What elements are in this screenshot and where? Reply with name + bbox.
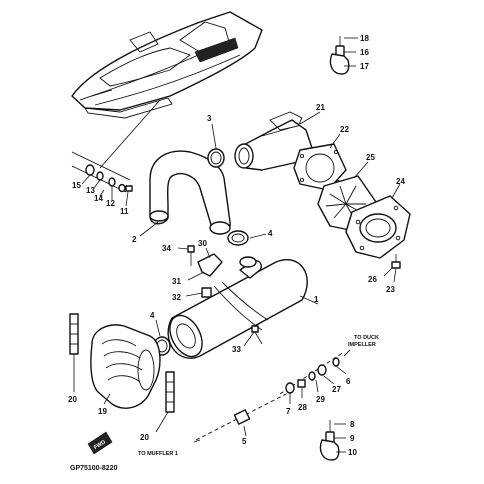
callout-24: 24: [396, 177, 405, 186]
forward-arrow-badge: FWD: [87, 431, 113, 455]
callout-18: 18: [360, 34, 369, 43]
rubber-boot-19: [90, 324, 161, 409]
callout-27: 27: [332, 385, 341, 394]
callout-9: 9: [350, 434, 355, 443]
hose-clamp-3: [207, 123, 225, 168]
fwd-label: FWD: [93, 439, 107, 451]
callout-11: 11: [120, 207, 129, 216]
callout-12: 12: [106, 199, 115, 208]
callout-17: 17: [360, 62, 369, 71]
callout-5: 5: [242, 437, 247, 446]
exhaust-housing-24: [345, 183, 411, 259]
callout-28: 28: [298, 403, 307, 412]
note-to-muffler: TO MUFFLER 1: [138, 451, 178, 457]
callout-4b: 4: [150, 311, 155, 320]
callout-20a: 20: [68, 395, 77, 404]
bolt-26: [383, 254, 401, 283]
pipe-bracket-bottom: [319, 420, 346, 461]
note-to-duck: TO DUCK: [354, 335, 379, 341]
fastener-set-left: [71, 151, 133, 207]
callout-1: 1: [314, 295, 319, 304]
callout-19: 19: [98, 407, 107, 416]
exhaust-pipe-2: [139, 150, 231, 237]
callout-31: 31: [172, 277, 181, 286]
drawing-code: GP75100-8220: [70, 465, 118, 472]
callout-3: 3: [207, 114, 212, 123]
callout-15: 15: [72, 181, 81, 190]
callout-32: 32: [172, 293, 181, 302]
callout-34: 34: [162, 244, 171, 253]
mounting-hardware: [177, 245, 223, 298]
callout-29: 29: [316, 395, 325, 404]
bolt-33: [243, 325, 263, 347]
watercraft-illustration: [71, 11, 263, 169]
callout-26: 26: [368, 275, 377, 284]
hose-clamp-4-upper: [227, 230, 267, 246]
callout-25: 25: [366, 153, 375, 162]
spacer-strip-20-left: [69, 313, 79, 392]
callout-30: 30: [198, 239, 207, 248]
callout-8: 8: [350, 420, 355, 429]
muffler-1: [167, 256, 319, 359]
note-impeller: IMPELLER: [348, 342, 376, 348]
callout-4a: 4: [268, 229, 273, 238]
callout-7: 7: [286, 407, 291, 416]
callout-labels: 1 2 3 4 4 5 6 7 8 9 10 11 12 13 14 15 16…: [68, 34, 405, 457]
hose-5: [193, 391, 291, 443]
callout-33: 33: [232, 345, 241, 354]
callout-10: 10: [348, 448, 357, 457]
water-fittings: [279, 349, 351, 404]
callout-23: 23: [386, 285, 395, 294]
callout-14: 14: [94, 194, 103, 203]
pipe-bracket-top: [329, 36, 358, 75]
callout-20b: 20: [140, 433, 149, 442]
callout-16: 16: [360, 48, 369, 57]
callout-2: 2: [132, 235, 137, 244]
callout-21: 21: [316, 103, 325, 112]
callout-6: 6: [346, 377, 351, 386]
annotation-notes: TO DUCK IMPELLER TO MUFFLER 1 GP75100-82…: [70, 335, 379, 472]
callout-13: 13: [86, 186, 95, 195]
spacer-strip-20-right: [155, 371, 175, 433]
callout-22: 22: [340, 125, 349, 134]
